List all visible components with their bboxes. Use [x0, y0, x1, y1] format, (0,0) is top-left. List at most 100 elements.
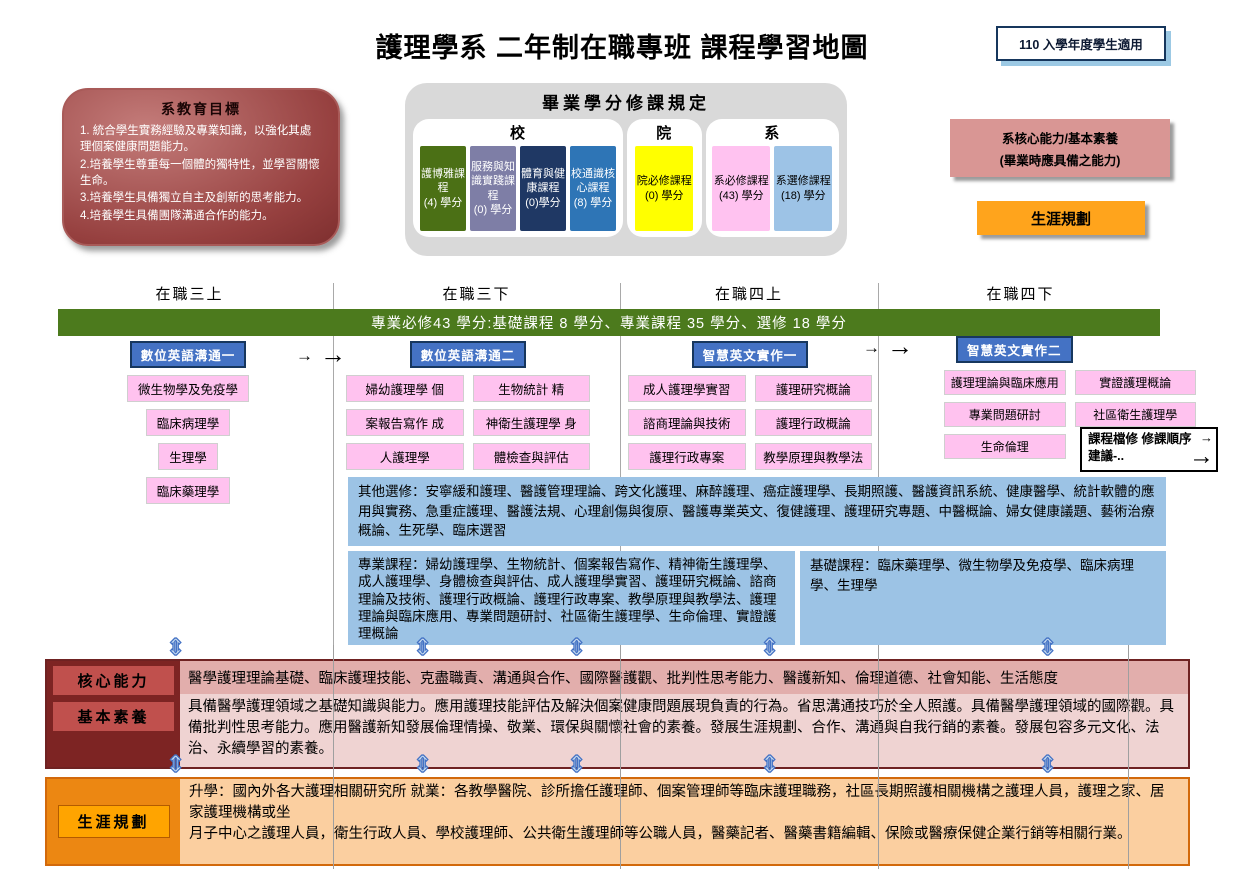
department-group-label: 系 — [764, 125, 781, 142]
updown-arrow-icon: ⇕ — [412, 634, 433, 660]
course-name: 院必修課程 — [636, 175, 692, 188]
updown-arrow-icon: ⇕ — [759, 751, 780, 777]
career-label: 生涯規劃 — [57, 805, 170, 838]
course-box: 護理行政概論 — [754, 409, 872, 436]
course-credit-box: 院必修課程 (0) 學分 — [635, 146, 694, 231]
school-group-label: 校 — [509, 125, 526, 142]
course-credits: (8) 學分 — [573, 196, 613, 209]
basic-literacy-label: 基本素養 — [53, 702, 174, 731]
course-box: 專業問題研討 — [944, 402, 1066, 427]
page-title: 護理學系 二年制在職專班 課程學習地圖 — [375, 33, 869, 63]
updown-arrow-icon: ⇕ — [566, 751, 587, 777]
graduation-credits-title: 畢業學分修課規定 — [542, 94, 710, 113]
course-credit-box: 系必修課程 (43) 學分 — [712, 146, 771, 231]
course-sequence-text: 課程檔修 修課順序建議-.. — [1088, 432, 1192, 463]
course-credits: (43) 學分 — [718, 189, 764, 202]
course-box: 生物統計 精 — [472, 375, 590, 402]
course-credits: (4) 學分 — [423, 196, 463, 209]
right-arrow-icon: → — [1200, 430, 1213, 445]
course-name: 體育與健康課程 — [520, 168, 565, 195]
semester-4-courses: 智慧英文實作二 護理理論與臨床應用 實證護理概論 專業問題研討 社區衛生護理學 … — [944, 336, 1196, 459]
course-name: 系必修課程 — [713, 175, 769, 188]
right-arrow-icon: → — [1189, 442, 1214, 471]
course-credits: (0) 學分 — [473, 203, 513, 216]
updown-arrow-icon: ⇕ — [566, 634, 587, 660]
updown-arrow-icon: ⇕ — [759, 634, 780, 660]
course-box: 微生物學及免疫學 — [126, 375, 249, 402]
semester-2-courses: 數位英語溝通二 婦幼護理學 個 生物統計 精 案報告寫作 成 神衛生護理學 身 … — [346, 341, 590, 470]
college-group-label: 院 — [656, 125, 673, 142]
education-goals-panel: 系教育目標 1. 統合學生實務經驗及專業知識，以強化其處理個案健康問題能力。 2… — [62, 88, 340, 246]
updown-arrow-icon: ⇕ — [1037, 751, 1058, 777]
department-group: 系 系必修課程 (43) 學分 系選修課程 (18) 學分 — [705, 119, 839, 237]
core-ability-label: 核心能力 — [53, 666, 174, 695]
electives-panel: 其他選修：安寧緩和護理、醫護管理理論、跨文化護理、麻醉護理、癌症護理學、長期照護… — [348, 477, 1166, 546]
core-competency-line2: (畢業時應具備之能力) — [999, 153, 1121, 168]
column-divider — [333, 283, 334, 645]
semester-header: 在職三下 — [442, 286, 511, 303]
column-divider — [620, 283, 621, 645]
english-course-box: 數位英語溝通二 — [409, 341, 527, 368]
college-group: 院 院必修課程 (0) 學分 — [626, 119, 702, 237]
course-credit-box: 校通識核心課程 (8) 學分 — [569, 146, 616, 231]
basic-courses-panel: 基礎課程：臨床藥理學、微生物學及免疫學、臨床病理學、生理學 — [800, 551, 1166, 645]
school-group: 校 護博雅課程 (4) 學分 服務與知識實踐課程 (0) 學分 體育與健康課程 … — [413, 119, 623, 237]
course-name: 校通識核心課程 — [570, 168, 615, 195]
course-name: 服務與知識實踐課程 — [470, 160, 515, 202]
required-credits-banner: 專業必修43 學分:基礎課程 8 學分、專業課程 35 學分、選修 18 學分 — [58, 309, 1160, 336]
course-box: 社區衛生護理學 — [1074, 402, 1196, 427]
core-ability-label-column: 核心能力 基本素養 — [47, 661, 180, 767]
core-ability-band: 核心能力 基本素養 醫學護理理論基礎、臨床護理技能、克盡職責、溝通與合作、國際醫… — [45, 659, 1190, 769]
right-arrow-icon: → — [863, 338, 880, 357]
education-goal: 1. 統合學生實務經驗及專業知識，以強化其處理個案健康問題能力。 — [80, 125, 312, 153]
education-goals-title: 系教育目標 — [161, 101, 241, 117]
column-divider — [878, 645, 879, 869]
course-box: 護理行政專案 — [628, 443, 746, 470]
career-label-column: 生涯規劃 — [47, 779, 180, 864]
english-course-box: 智慧英文實作二 — [956, 336, 1073, 363]
column-divider — [1128, 645, 1129, 869]
column-divider — [333, 645, 334, 869]
updown-arrow-icon: ⇕ — [165, 634, 186, 660]
course-box: 婦幼護理學 個 — [346, 375, 464, 402]
professional-courses-panel: 專業課程：婦幼護理學、生物統計、個案報告寫作、精神衛生護理學、成人護理學、身體檢… — [348, 551, 795, 645]
course-box: 教學原理與教學法 — [754, 443, 872, 470]
course-name: 護博雅課程 — [420, 168, 465, 195]
core-ability-content: 醫學護理理論基礎、臨床護理技能、克盡職責、溝通與合作、國際醫護觀、批判性思考能力… — [180, 661, 1188, 694]
english-course-box: 智慧英文實作一 — [691, 341, 809, 368]
applicable-year-note: 110 入學年度學生適用 — [996, 26, 1166, 61]
course-credit-box: 護博雅課程 (4) 學分 — [419, 146, 466, 231]
updown-arrow-icon: ⇕ — [412, 751, 433, 777]
right-arrow-icon: → — [320, 339, 346, 369]
course-box: 神衛生護理學 身 — [472, 409, 590, 436]
course-box: 護理理論與臨床應用 — [944, 370, 1066, 395]
course-credit-box: 體育與健康課程 (0)學分 — [519, 146, 566, 231]
course-box: 體檢查與評估 — [472, 443, 590, 470]
career-band: 生涯規劃 升學：國內外各大護理相關研究所 就業：各教學醫院、診所擔任護理師、個案… — [45, 777, 1190, 866]
course-box: 生理學 — [158, 443, 218, 470]
course-box: 生命倫理 — [944, 434, 1066, 459]
semester-1-courses: 數位英語溝通一 微生物學及免疫學 臨床病理學 生理學 臨床藥理學 — [108, 341, 268, 504]
education-goal: 2.培養學生尊重每一個體的獨特性，並學習關懷生命。 — [80, 158, 320, 187]
column-divider — [620, 645, 621, 869]
graduation-credits-panel: 畢業學分修課規定 校 護博雅課程 (4) 學分 服務與知識實踐課程 (0) 學分… — [405, 83, 847, 256]
education-goal: 4.培養學生具備團隊溝通合作的能力。 — [80, 210, 274, 223]
column-divider — [878, 283, 879, 645]
basic-literacy-content: 具備醫學護理領域之基礎知識與能力。應用護理技能評估及解決個案健康問題展現負責的行… — [180, 694, 1188, 767]
semester-3-courses: 智慧英文實作一 成人護理學實習 護理研究概論 諮商理論與技術 護理行政概論 護理… — [628, 341, 872, 470]
course-box: 諮商理論與技術 — [628, 409, 746, 436]
course-box: 臨床病理學 — [145, 409, 231, 436]
right-arrow-icon: → — [296, 346, 313, 365]
course-credits: (0) 學分 — [644, 189, 684, 202]
course-box: 臨床藥理學 — [145, 477, 231, 504]
course-name: 系選修課程 — [775, 175, 831, 188]
course-credit-box: 服務與知識實踐課程 (0) 學分 — [469, 146, 516, 231]
course-box: 護理研究概論 — [754, 375, 872, 402]
english-course-box: 數位英語溝通一 — [129, 341, 247, 368]
core-competency-line1: 系核心能力/基本素養 — [1002, 131, 1118, 146]
education-goal: 3.培養學生具備獨立自主及創新的思考能力。 — [80, 192, 309, 205]
course-credits: (0)學分 — [525, 196, 561, 209]
semester-header: 在職三上 — [155, 286, 224, 303]
semester-header: 在職四上 — [714, 286, 783, 303]
career-content: 升學：國內外各大護理相關研究所 就業：各教學醫院、診所擔任護理師、個案管理師等臨… — [180, 779, 1188, 864]
